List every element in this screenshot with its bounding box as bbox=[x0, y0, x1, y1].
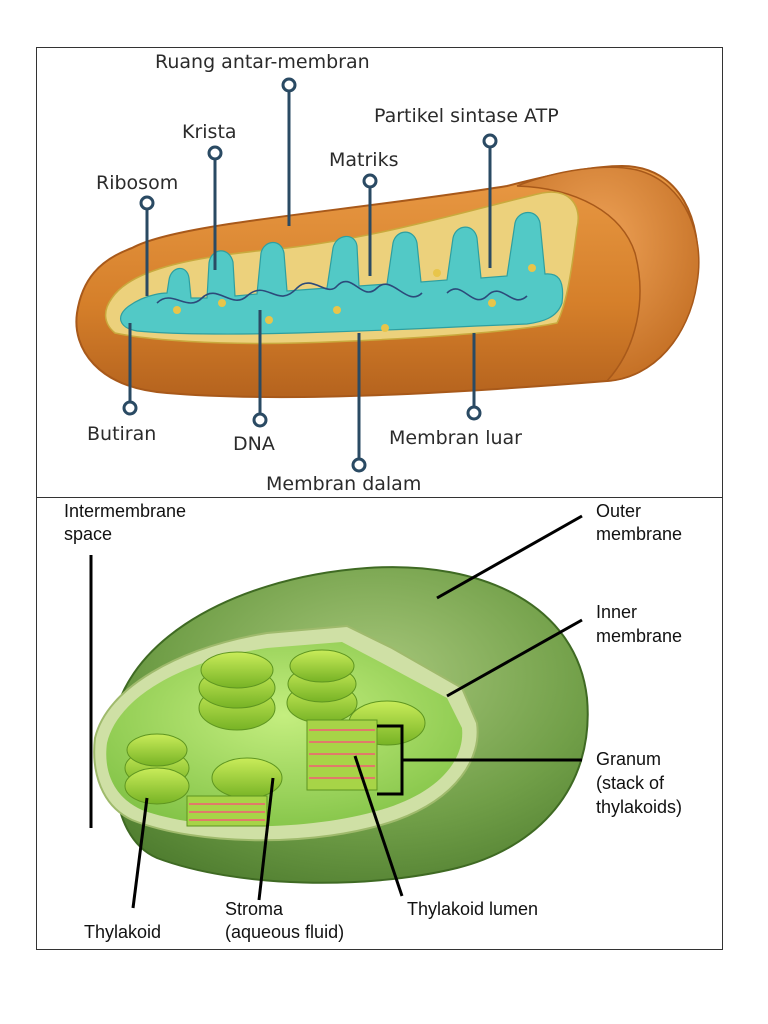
label-krista: Krista bbox=[182, 121, 237, 143]
label-matriks: Matriks bbox=[329, 149, 398, 171]
label-ribosom: Ribosom bbox=[96, 172, 178, 194]
label-intermembrane-1: Intermembrane bbox=[64, 501, 186, 521]
label-granum-2: (stack of bbox=[596, 773, 665, 793]
label-atp-synthase: Partikel sintase ATP bbox=[374, 105, 559, 127]
label-outer-1: Outer bbox=[596, 501, 641, 521]
label-stroma-2: (aqueous fluid) bbox=[225, 922, 344, 942]
label-stroma-1: Stroma bbox=[225, 899, 284, 919]
chloroplast-panel: Intermembrane space Outer membrane Inner… bbox=[36, 497, 723, 950]
label-butiran: Butiran bbox=[87, 423, 156, 445]
label-dna: DNA bbox=[233, 433, 275, 455]
label-inner-membrane: Membran dalam bbox=[266, 473, 421, 495]
label-inner-1: Inner bbox=[596, 602, 637, 622]
label-outer-2: membrane bbox=[596, 524, 682, 544]
outer-membrane-cap bbox=[516, 166, 700, 382]
dna-strand-2 bbox=[446, 288, 528, 301]
granules bbox=[173, 264, 536, 332]
matrix-shape bbox=[120, 211, 564, 335]
label-granum-1: Granum bbox=[596, 749, 661, 769]
chloro-leader-lines bbox=[89, 514, 583, 909]
mitochondrion-diagram: Ruang antar-membran Krista Partikel sint… bbox=[75, 51, 700, 495]
label-thylakoid: Thylakoid bbox=[84, 922, 161, 942]
mito-pointers bbox=[122, 77, 498, 473]
label-granum-3: thylakoids) bbox=[596, 797, 682, 817]
chloroplast-diagram: Intermembrane space Outer membrane Inner… bbox=[64, 501, 682, 942]
cut-granum bbox=[186, 719, 378, 827]
dna-strand bbox=[156, 280, 423, 304]
label-intermembrane-2: space bbox=[64, 524, 112, 544]
label-thylakoid-lumen: Thylakoid lumen bbox=[407, 899, 538, 919]
label-intermembrane-space: Ruang antar-membran bbox=[155, 51, 370, 73]
mitochondrion-panel: Ruang antar-membran Krista Partikel sint… bbox=[36, 47, 723, 498]
label-outer-membrane: Membran luar bbox=[389, 427, 522, 449]
label-inner-2: membrane bbox=[596, 626, 682, 646]
